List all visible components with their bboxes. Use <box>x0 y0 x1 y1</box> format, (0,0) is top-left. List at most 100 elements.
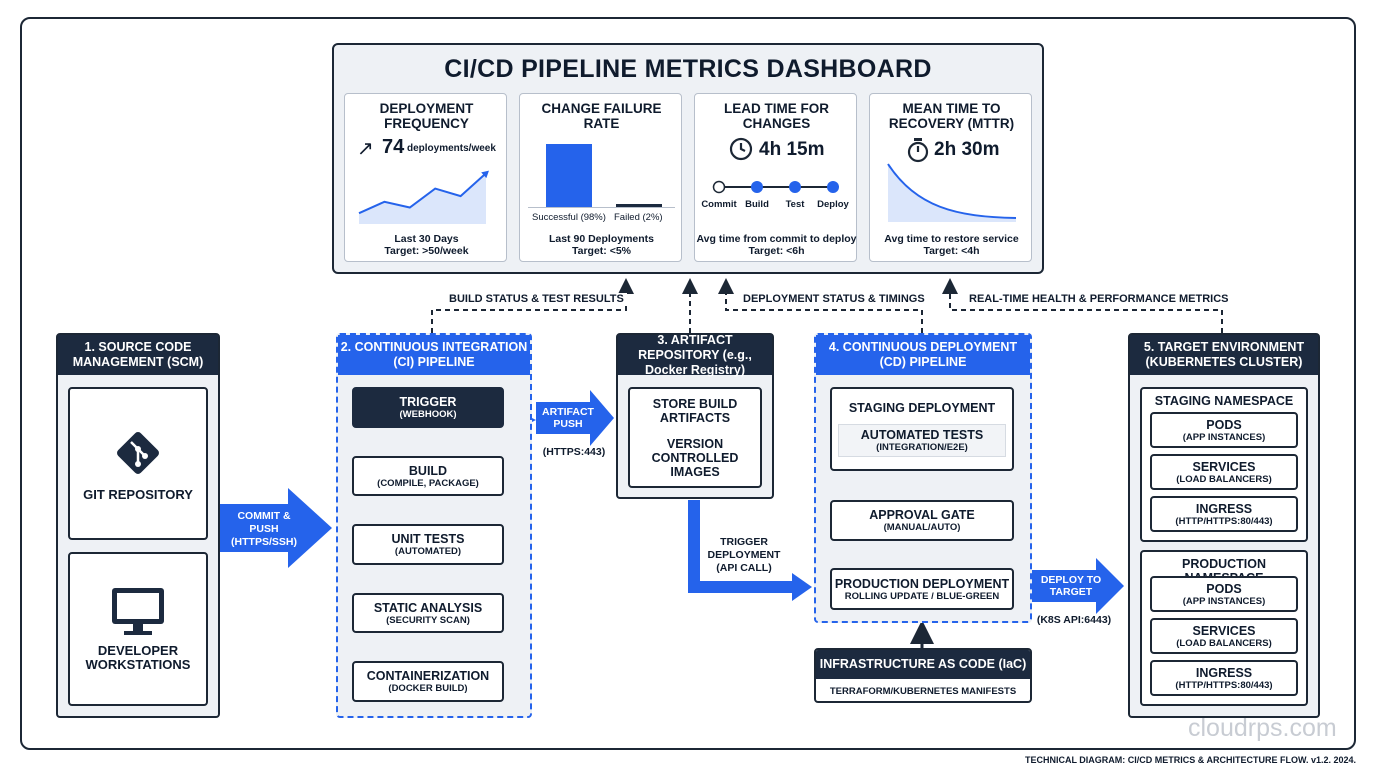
diagram-frame <box>20 17 1356 750</box>
ci-step-unit-tests: UNIT TESTS (AUTOMATED) <box>352 524 504 565</box>
step-commit: Commit <box>701 199 737 210</box>
item-sub: (HTTP/HTTPS:80/443) <box>1175 679 1273 691</box>
item-sub: (LOAD BALANCERS) <box>1176 473 1272 485</box>
deploy-trend-chart <box>358 170 489 224</box>
lead-time-steps <box>712 180 839 194</box>
item-sub: (LOAD BALANCERS) <box>1176 637 1272 649</box>
card-title: DEPLOYMENT FREQUENCY <box>379 101 474 131</box>
deploy-target-arrow <box>1032 558 1124 614</box>
card-title: MEAN TIME TO RECOVERY (MTTR) <box>888 101 1015 131</box>
trend-line <box>358 172 487 215</box>
artifact-store-box: STORE BUILD ARTIFACTS VERSION CONTROLLED… <box>628 387 762 488</box>
commit-push-label: COMMIT & PUSH (HTTPS/SSH) <box>231 510 297 548</box>
git-icon <box>117 431 159 474</box>
step-name: BUILD <box>408 463 448 478</box>
health-metrics-label: REAL-TIME HEALTH & PERFORMANCE METRICS <box>966 293 1232 305</box>
step-sub: (AUTOMATED) <box>394 546 462 557</box>
developer-workstations-box: DEVELOPER WORKSTATIONS <box>68 552 208 706</box>
change-failure-card: CHANGE FAILURE RATE Successful (98%) Fai… <box>519 93 682 262</box>
target-header: 5. TARGET ENVIRONMENT (KUBERNETES CLUSTE… <box>1130 335 1318 375</box>
iac-sub: TERRAFORM/KUBERNETES MANIFESTS <box>829 686 1017 697</box>
trend-arrowhead <box>481 170 489 179</box>
git-repository-box: GIT REPOSITORY <box>68 387 208 540</box>
card-footer-2: Target: <6h <box>748 245 805 257</box>
deploy-proto-label: (K8S API:6443) <box>1036 614 1112 626</box>
step-sub: (COMPILE, PACKAGE) <box>377 477 479 489</box>
item-name: PODS <box>1206 581 1242 596</box>
production-deployment-sub: ROLLING UPDATE / BLUE-GREEN <box>844 590 1000 602</box>
failure-bar-chart <box>528 136 675 208</box>
stopwatch-icon <box>907 138 929 163</box>
label-successful: Successful (98%) <box>532 212 606 223</box>
staging-pods: PODS (APP INSTANCES) <box>1150 412 1298 448</box>
production-deployment-label: PRODUCTION DEPLOYMENT <box>834 576 1010 591</box>
automated-tests-sub: (INTEGRATION/E2E) <box>876 442 968 453</box>
git-repository-label: GIT REPOSITORY <box>83 486 193 502</box>
commit-arrow <box>220 488 332 568</box>
step-sub: (SECURITY SCAN) <box>386 614 470 626</box>
step-name: UNIT TESTS <box>391 532 465 546</box>
card-title: CHANGE FAILURE RATE <box>541 101 662 131</box>
build-status-label: BUILD STATUS & TEST RESULTS <box>446 293 627 305</box>
mttr-value: 2h 30m <box>934 139 1000 160</box>
approval-gate-label: APPROVAL GATE <box>869 508 975 522</box>
deployment-frequency-card: DEPLOYMENT FREQUENCY ↗ 74 deployments/we… <box>344 93 507 262</box>
card-footer-1: Avg time from commit to deploy <box>696 233 857 245</box>
card-footer-1: Last 30 Days <box>394 233 459 245</box>
card-footer-1: Avg time to restore service <box>884 233 1019 245</box>
step-sub: (DOCKER BUILD) <box>388 683 468 694</box>
deploy-freq-value: 74 <box>382 136 405 158</box>
step-name: CONTAINERIZATION <box>366 669 490 683</box>
step-test: Test <box>785 199 805 210</box>
production-deployment-box: PRODUCTION DEPLOYMENT ROLLING UPDATE / B… <box>830 568 1014 610</box>
label-failed: Failed (2%) <box>614 212 663 223</box>
card-footer-1: Last 90 Deployments <box>548 233 655 245</box>
cd-header: 4. CONTINUOUS DEPLOYMENT (CD) PIPELINE <box>816 335 1030 375</box>
step-deploy: Deploy <box>817 199 849 210</box>
lead-time-value: 4h 15m <box>759 139 825 160</box>
card-footer-2: Target: <5% <box>571 245 632 257</box>
iac-title: INFRASTRUCTURE AS CODE (IaC) <box>816 650 1030 679</box>
item-name: INGRESS <box>1195 501 1253 516</box>
monitor-icon <box>112 588 164 635</box>
ci-step-static-analysis: STATIC ANALYSIS (SECURITY SCAN) <box>352 593 504 633</box>
prod-ingress: INGRESS (HTTP/HTTPS:80/443) <box>1150 660 1298 696</box>
footer-caption: TECHNICAL DIAGRAM: CI/CD METRICS & ARCHI… <box>1024 755 1356 765</box>
deploy-target-label: DEPLOY TO TARGET <box>1040 574 1102 598</box>
item-sub: (HTTP/HTTPS:80/443) <box>1175 515 1273 527</box>
item-name: SERVICES <box>1192 459 1256 474</box>
deploy-freq-unit: deployments/week <box>407 143 496 154</box>
automated-tests-label: AUTOMATED TESTS <box>860 428 984 442</box>
prod-pods: PODS (APP INSTANCES) <box>1150 576 1298 612</box>
staging-deployment-label: STAGING DEPLOYMENT <box>848 401 996 415</box>
automated-tests-box: AUTOMATED TESTS (INTEGRATION/E2E) <box>838 424 1006 457</box>
trigger-deployment-label: TRIGGER DEPLOYMENT (API CALL) <box>707 536 781 574</box>
staging-namespace-title: STAGING NAMESPACE <box>1154 394 1294 408</box>
step-name: TRIGGER <box>399 395 457 409</box>
prod-services: SERVICES (LOAD BALANCERS) <box>1150 618 1298 654</box>
ci-step-build: BUILD (COMPILE, PACKAGE) <box>352 456 504 496</box>
artifact-proto-label: (HTTPS:443) <box>542 446 606 458</box>
trend-up-icon: ↗ <box>357 138 374 160</box>
card-footer-2: Target: <4h <box>923 245 980 257</box>
bar-failed <box>616 204 662 207</box>
ci-step-containerization: CONTAINERIZATION (DOCKER BUILD) <box>352 661 504 702</box>
step-name: STATIC ANALYSIS <box>373 600 483 615</box>
item-name: SERVICES <box>1192 623 1256 638</box>
artifact-push-arrow <box>536 390 614 446</box>
watermark: cloudrps.com <box>1188 714 1337 742</box>
approval-gate-box: APPROVAL GATE (MANUAL/AUTO) <box>830 500 1014 541</box>
staging-ingress: INGRESS (HTTP/HTTPS:80/443) <box>1150 496 1298 532</box>
deployment-status-label: DEPLOYMENT STATUS & TIMINGS <box>740 293 928 305</box>
bar-successful <box>546 144 592 207</box>
mttr-decay-chart <box>887 163 1017 222</box>
developer-workstations-label: DEVELOPER WORKSTATIONS <box>85 643 191 672</box>
feedback-line-target <box>942 278 1223 333</box>
clock-icon <box>729 137 753 161</box>
ci-header: 2. CONTINUOUS INTEGRATION (CI) PIPELINE <box>338 335 530 375</box>
ci-step-trigger: TRIGGER (WEBHOOK) <box>352 387 504 428</box>
store-artifacts-label: STORE BUILD ARTIFACTS <box>652 396 738 425</box>
iac-box: INFRASTRUCTURE AS CODE (IaC) TERRAFORM/K… <box>814 648 1032 703</box>
feedback-line-cd <box>718 278 923 333</box>
artifact-header: 3. ARTIFACT REPOSITORY (e.g., Docker Reg… <box>618 333 772 377</box>
